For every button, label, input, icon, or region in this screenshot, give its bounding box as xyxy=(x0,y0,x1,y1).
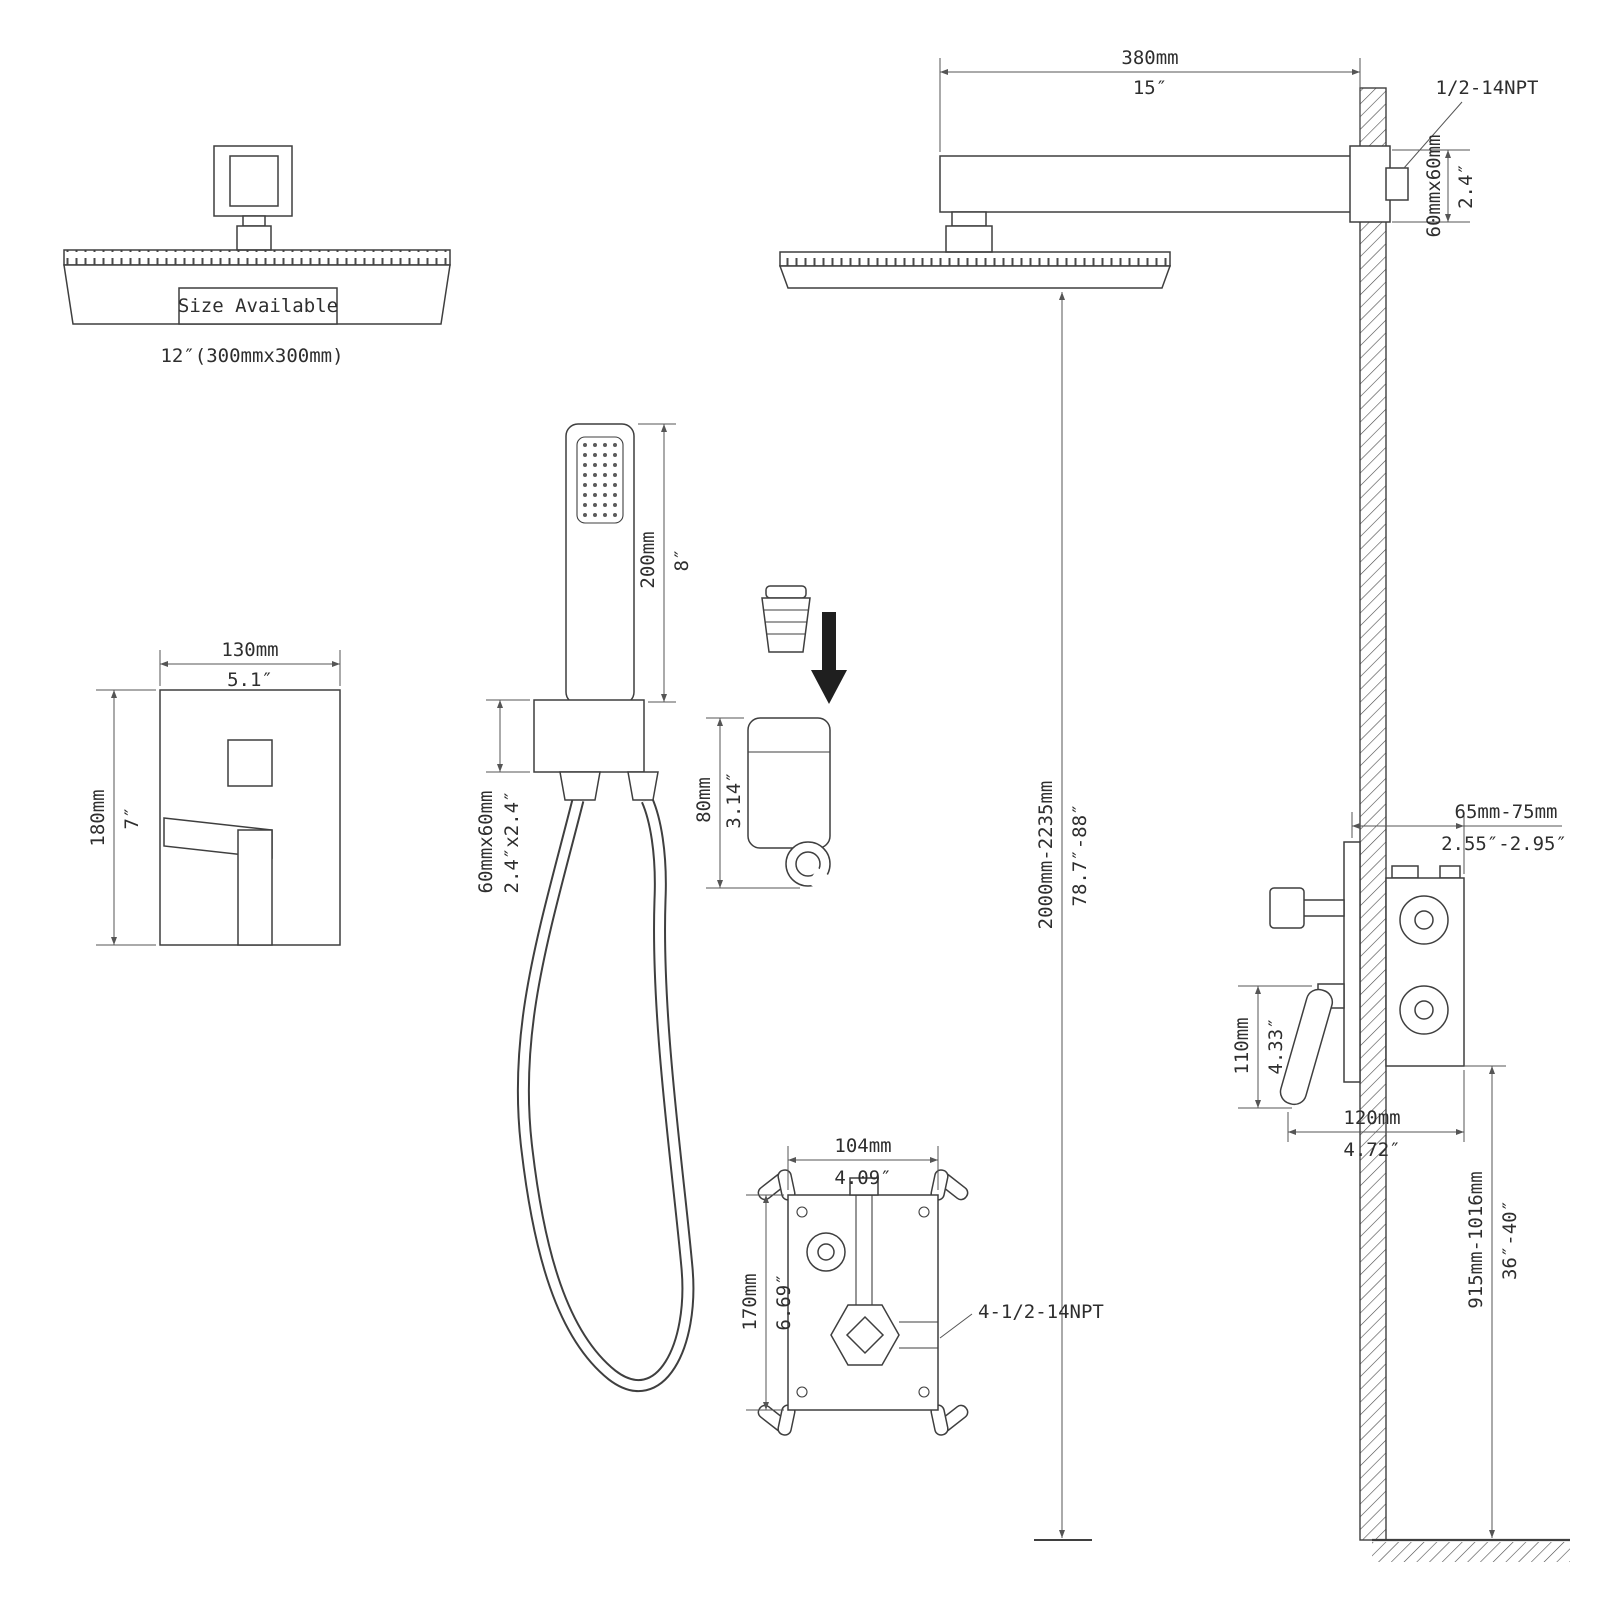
spray-face xyxy=(576,436,624,524)
arm-length-in-label: 15″ xyxy=(1133,77,1167,99)
wall-flange xyxy=(1349,145,1391,223)
holder-in-label: 2.4″x2.4″ xyxy=(501,791,523,894)
plate-width-in-label: 5.1″ xyxy=(227,669,273,691)
npt-stub xyxy=(1385,167,1409,201)
flange-mm-label: 60mmx60mm xyxy=(1423,135,1445,238)
handheld-holder-bracket: 80mm 3.14″ xyxy=(693,585,847,899)
valve-side-view: 65mm-75mm 2.55″-2.95″ 110mm 4.33″ 120mm … xyxy=(1231,801,1567,1538)
handle-height-in-label: 4.33″ xyxy=(1265,1017,1287,1074)
head-neck-lower xyxy=(236,225,272,251)
handheld-shower: 200mm 8″ 60mmx60mm 2.4″x2.4″ xyxy=(475,423,695,1393)
bracket-body xyxy=(747,717,831,849)
nozzle-tick-band xyxy=(63,249,451,266)
screw-hole xyxy=(918,1206,930,1218)
arm-npt-label: 1/2-14NPT xyxy=(1436,77,1539,99)
valve-port-inner xyxy=(817,1243,835,1261)
escutcheon-plate xyxy=(1343,841,1361,1083)
screw-hole xyxy=(796,1206,808,1218)
size-available-box xyxy=(178,287,338,325)
head-neck-lower xyxy=(945,225,993,253)
valve-width-in-label: 4.09″ xyxy=(834,1167,891,1189)
side-valve-tab xyxy=(1391,865,1419,879)
size-available-label: Size Available xyxy=(178,295,338,317)
diverter-button xyxy=(227,739,273,787)
height-mm-label: 2000mm-2235mm xyxy=(1035,781,1057,930)
rain-showerhead-side xyxy=(778,265,1172,289)
handle-length-mm-label: 120mm xyxy=(1343,1107,1400,1129)
wall-hatch xyxy=(1359,87,1387,1541)
rough-in-valve: 104mm 4.09″ 170mm 6.69″ 4-1/2-14NPT xyxy=(739,1135,1104,1436)
bracket-clip-opening xyxy=(807,868,841,899)
height-in-label: 78.7″-88″ xyxy=(1069,804,1091,907)
npt-leader-line xyxy=(1403,101,1463,169)
handle-length-in-label: 4.72″ xyxy=(1343,1139,1400,1161)
valve-height-in-label: 6.69″ xyxy=(773,1273,795,1330)
plate-height-mm-label: 180mm xyxy=(87,789,109,846)
mixer-trim-plate: 130mm 5.1″ 180mm 7″ xyxy=(87,639,341,946)
head-neck-upper xyxy=(951,211,987,227)
wall-section xyxy=(1359,87,1570,1562)
install-arrow-shaft xyxy=(822,612,836,670)
arm-elbow-inner xyxy=(229,155,279,207)
valve-npt-leader xyxy=(939,1313,973,1339)
shower-arm xyxy=(939,155,1361,213)
bracket-connector-body xyxy=(761,597,811,653)
plate-width-mm-label: 130mm xyxy=(221,639,278,661)
shower-arm-side-view: 380mm 15″ 1/2-14NPT 60mmx60mm 2.4″ 2000m… xyxy=(778,47,1539,1541)
valve-width-mm-label: 104mm xyxy=(834,1135,891,1157)
side-port-upper-inner xyxy=(1414,910,1434,930)
valve-height-mm-label: 170mm xyxy=(739,1273,761,1330)
showerhead-front-view: Size Available 12″(300mmx300mm) xyxy=(63,145,451,367)
depth-mm-label: 65mm-75mm xyxy=(1455,801,1558,823)
valve-top-bracket xyxy=(849,1177,879,1196)
bracket-in-label: 3.14″ xyxy=(723,771,745,828)
valve-body xyxy=(787,1194,939,1411)
shower-hose-inner xyxy=(518,798,693,1391)
head-neck-upper xyxy=(242,215,266,227)
side-port-lower-inner xyxy=(1414,1000,1434,1020)
wand-length-in-label: 8″ xyxy=(671,549,693,572)
diverter-knob xyxy=(1269,887,1305,929)
screw-hole xyxy=(918,1386,930,1398)
flange-in-label: 2.4″ xyxy=(1455,163,1477,209)
bracket-mm-label: 80mm xyxy=(693,777,715,823)
bracket-connector-cap xyxy=(765,585,807,599)
floor-hatch xyxy=(1372,1542,1570,1562)
nozzle-tick-band xyxy=(779,251,1171,267)
install-height-in-label: 36″-40″ xyxy=(1499,1200,1521,1280)
cartridge-square xyxy=(845,1315,885,1355)
hose-fitting-right xyxy=(627,771,659,801)
depth-in-label: 2.55″-2.95″ xyxy=(1441,833,1567,855)
wand-length-mm-label: 200mm xyxy=(637,531,659,588)
holder-mm-label: 60mmx60mm xyxy=(475,791,497,894)
screw-hole xyxy=(796,1386,808,1398)
install-arrow-head xyxy=(811,670,847,704)
diverter-stem xyxy=(1299,899,1345,917)
lever-handle-vertical xyxy=(237,829,273,946)
head-size-note: 12″(300mmx300mm) xyxy=(160,345,343,367)
hose-fitting-left xyxy=(559,771,601,801)
side-valve-tab xyxy=(1439,865,1461,879)
bracket-clip-inner xyxy=(795,851,821,877)
wall-supply-holder xyxy=(533,699,645,773)
lever-handle-side xyxy=(1279,988,1334,1106)
valve-npt-label: 4-1/2-14NPT xyxy=(978,1301,1104,1323)
handle-height-mm-label: 110mm xyxy=(1231,1017,1253,1074)
arm-length-mm-label: 380mm xyxy=(1121,47,1178,69)
install-height-mm-label: 915mm-1016mm xyxy=(1465,1171,1487,1308)
plate-height-in-label: 7″ xyxy=(121,807,143,830)
